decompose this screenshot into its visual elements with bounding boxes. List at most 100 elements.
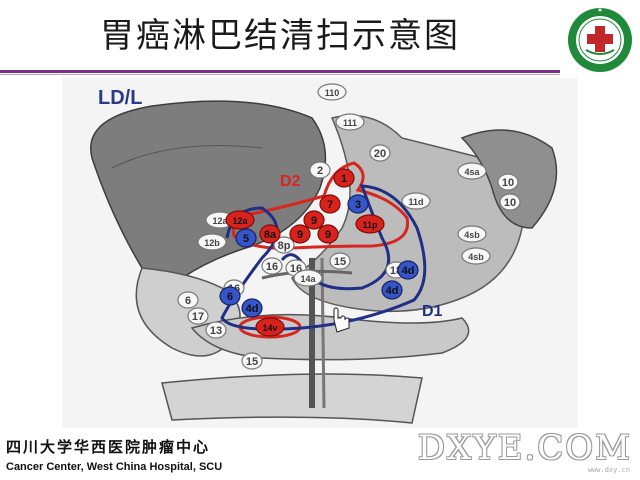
title-rule — [0, 70, 560, 73]
red-node-label: 7 — [327, 199, 333, 211]
white-node-label: 6 — [185, 295, 191, 307]
white-node-marker — [205, 321, 227, 339]
d2-boundary — [230, 161, 410, 250]
white-node-marker — [241, 352, 263, 370]
red-node-label: 11p — [362, 220, 378, 230]
white-node-label: 8p — [278, 240, 291, 252]
red-lymph-node: 1 — [333, 168, 355, 188]
white-node-marker — [369, 144, 391, 162]
red-node-marker — [319, 194, 341, 214]
red-node-label: 12a — [232, 216, 248, 226]
red-node-label: 9 — [325, 229, 331, 241]
red-node-label: 1 — [341, 173, 347, 185]
red-node-marker — [355, 214, 385, 234]
white-node-label: 16 — [266, 261, 278, 273]
red-lymph-node: 9 — [317, 224, 339, 244]
blue-node-label: 4d — [402, 265, 415, 277]
red-lymph-node: 9 — [289, 224, 311, 244]
white-node-label: 110 — [325, 88, 340, 98]
white-lymph-node: 15 — [329, 252, 351, 270]
white-node-marker — [187, 307, 209, 325]
footer-en: Cancer Center, West China Hospital, SCU — [6, 461, 223, 473]
white-lymph-node: 14a — [293, 269, 323, 287]
watermark: DXYE.COM — [417, 428, 632, 468]
white-node-label: 4sb — [468, 252, 484, 262]
white-node-label: 12a — [212, 216, 228, 226]
white-lymph-node: 6 — [177, 291, 199, 309]
white-node-label: 15 — [246, 356, 258, 368]
title-rule-thin — [0, 74, 560, 75]
red-node-marker — [289, 224, 311, 244]
white-node-marker — [273, 236, 295, 254]
blue-lymph-node: 5 — [235, 228, 257, 248]
d2-label: D2 — [280, 173, 301, 190]
white-node-label: 17 — [192, 311, 204, 323]
blue-node-marker — [219, 286, 241, 306]
white-node-label: 13 — [210, 325, 222, 337]
white-node-marker — [309, 161, 331, 179]
footer-cn: 四川大学华西医院肿瘤中心 — [6, 438, 211, 456]
white-lymph-node: 17 — [187, 307, 209, 325]
red-lymph-node: 11p — [355, 214, 385, 234]
blue-lymph-node: 6 — [219, 286, 241, 306]
white-lymph-node: 8p — [273, 236, 295, 254]
blue-node-marker — [241, 298, 263, 318]
white-node-label: 20 — [374, 148, 386, 160]
white-lymph-node: 111 — [335, 113, 365, 131]
d1-label: D1 — [422, 303, 443, 320]
blue-node-label: 6 — [227, 291, 233, 303]
blue-lymph-node: 4d — [397, 260, 419, 280]
red-node-marker — [333, 168, 355, 188]
blue-node-marker — [381, 280, 403, 300]
red-node-label: 14v — [262, 323, 277, 333]
red-node-label: 8a — [264, 229, 277, 241]
white-node-label: 11d — [408, 197, 423, 207]
red-node-label: 9 — [297, 229, 303, 241]
red-lymph-node: 8a — [259, 224, 281, 244]
white-node-marker — [401, 192, 431, 210]
hand-cursor-icon — [333, 307, 350, 333]
white-node-marker — [497, 173, 519, 191]
white-node-label: 111 — [343, 118, 357, 128]
white-node-marker — [177, 291, 199, 309]
white-node-marker — [261, 257, 283, 275]
white-lymph-node: 10 — [499, 193, 521, 211]
white-node-marker — [461, 247, 491, 265]
red-node-marker — [225, 210, 255, 230]
blue-lymph-node: 4d — [381, 280, 403, 300]
white-node-label: 10 — [502, 177, 514, 189]
white-node-marker — [293, 269, 323, 287]
hospital-logo-icon — [568, 8, 632, 72]
white-node-label: 4sb — [464, 230, 480, 240]
white-lymph-node: 15 — [241, 352, 263, 370]
blue-node-marker — [235, 228, 257, 248]
white-lymph-node: 4sa — [457, 162, 487, 180]
footer: 四川大学华西医院肿瘤中心 Cancer Center, West China H… — [6, 436, 222, 473]
d1-boundary — [220, 184, 427, 331]
slide-title: 胃癌淋巴结清扫示意图 — [100, 16, 460, 56]
blue-lymph-node: 3 — [347, 194, 369, 214]
red-node-marker — [317, 224, 339, 244]
white-lymph-node: 110 — [317, 83, 347, 101]
red-node-marker — [303, 210, 325, 230]
white-node-label: 12b — [204, 238, 220, 248]
red-lymph-node: 7 — [319, 194, 341, 214]
blue-node-marker — [347, 194, 369, 214]
white-node-marker — [335, 113, 365, 131]
white-lymph-node: 2 — [309, 161, 331, 179]
corner-label: LD/L — [98, 87, 142, 109]
red-node-marker — [255, 317, 285, 337]
white-node-marker — [329, 252, 351, 270]
white-lymph-node: 13 — [205, 321, 227, 339]
white-lymph-node: 4sb — [461, 247, 491, 265]
red-lymph-node: 12a — [225, 210, 255, 230]
white-node-label: 4sa — [464, 167, 480, 177]
watermark-url: www.dxy.cn — [587, 466, 630, 474]
red-lymph-node: 14v — [255, 317, 285, 337]
red-node-label: 9 — [311, 215, 317, 227]
white-node-marker — [317, 83, 347, 101]
red-node-marker — [259, 224, 281, 244]
white-node-label: 10 — [504, 197, 516, 209]
